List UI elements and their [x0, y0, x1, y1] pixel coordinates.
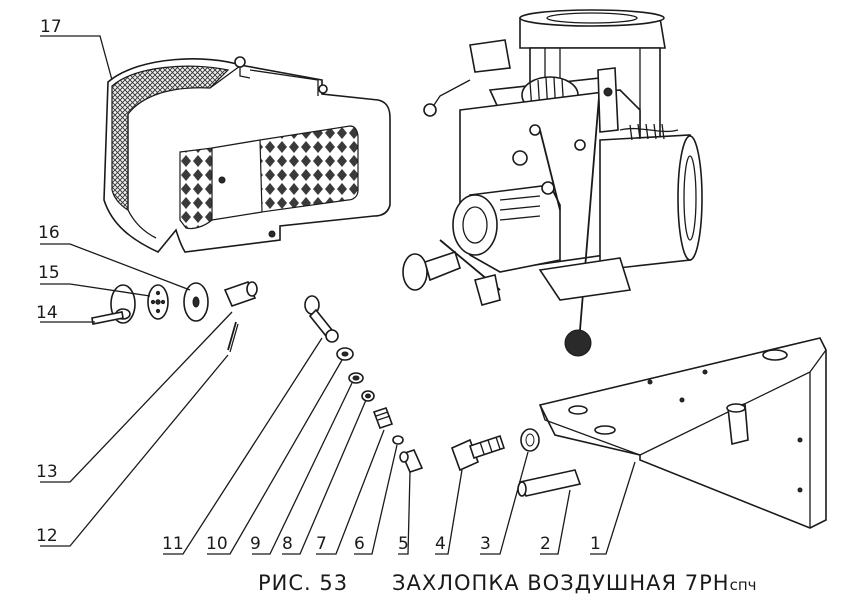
callout-13: 13 [36, 462, 58, 482]
part-7-union [372, 406, 394, 430]
callout-5: 5 [398, 534, 409, 554]
part-8-washer [361, 390, 375, 402]
callout-4: 4 [435, 534, 446, 554]
part-3-spring-washer [520, 428, 540, 452]
callout-6: 6 [354, 534, 365, 554]
part-6-ring [392, 435, 404, 445]
carburettor-assembly [402, 9, 703, 357]
part-14-stud [91, 284, 136, 325]
leader-lines [40, 35, 636, 555]
part-5-nipple [399, 449, 424, 473]
figure-title: ЗАХЛОПКА ВОЗДУШНАЯ 7РНспч [392, 571, 757, 595]
callout-14: 14 [36, 303, 58, 323]
part-17-filter-cover [103, 56, 391, 253]
callout-16: 16 [38, 223, 60, 243]
callout-8: 8 [282, 534, 293, 554]
figure-title-suffix: спч [729, 576, 757, 594]
callout-numbers: 17 16 15 14 13 12 11 10 9 8 7 6 5 4 3 2 … [36, 17, 601, 554]
part-16-washer [183, 282, 209, 322]
callout-10: 10 [206, 534, 228, 554]
figure-number: РИС. 53 [258, 571, 349, 595]
part-2-pin [517, 469, 582, 497]
callout-1: 1 [590, 534, 601, 554]
part-1-bracket [538, 337, 827, 529]
callout-17: 17 [40, 17, 62, 37]
callout-11: 11 [162, 534, 184, 554]
part-nut-sleeve [223, 281, 258, 307]
part-4-bolt [450, 434, 506, 472]
figure-title-main: ЗАХЛОПКА ВОЗДУШНАЯ 7РН [392, 571, 730, 595]
part-9-washer [348, 372, 364, 384]
callout-15: 15 [38, 263, 60, 283]
callout-9: 9 [250, 534, 261, 554]
callout-3: 3 [480, 534, 491, 554]
callout-7: 7 [316, 534, 327, 554]
callout-2: 2 [540, 534, 551, 554]
part-12-cotter-pin [227, 321, 239, 353]
part-15-perforated-washer [147, 284, 169, 320]
part-11-banjo-fitting [304, 295, 339, 343]
callout-12: 12 [36, 526, 58, 546]
part-10-washer [336, 347, 354, 361]
